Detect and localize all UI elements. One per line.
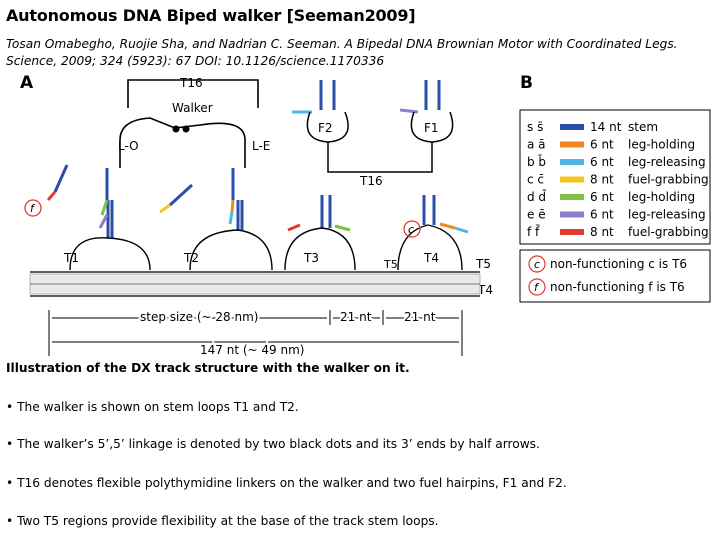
legend-swatch [560, 159, 584, 165]
note-row: c non-functioning c is T6 [528, 255, 687, 273]
legend-role: fuel-grabbing [628, 225, 709, 239]
dx-track [29, 271, 481, 297]
legend-swatch [560, 229, 584, 235]
legend-swatch [560, 141, 584, 148]
legend-pair: e ē [527, 208, 546, 222]
legend-row: d d̄ 6 nt leg-holding [527, 190, 695, 204]
legend-row: f f̄ 8 nt fuel-grabbing [527, 225, 709, 239]
legend-rows: s s̄ 14 nt stem a ā 6 nt leg-holding b b̄ 6 nt l… [527, 120, 709, 239]
note-text-c: non-functioning c is T6 [550, 257, 687, 271]
marker-f [24, 199, 42, 217]
f2-label: F2 [318, 121, 333, 135]
legend-length: 6 nt [590, 190, 614, 204]
bullet-item: • The walker’s 5’,5’ linkage is denoted … [6, 437, 540, 451]
legend-swatch [560, 124, 584, 130]
linkage-dot [182, 125, 190, 133]
nt21a-label: 21 nt [340, 310, 372, 324]
notes-box [519, 249, 711, 303]
linkage-dot [172, 125, 180, 133]
legend-pair: a ā [527, 138, 546, 152]
legend-swatch [560, 194, 584, 200]
note-text-f: non-functioning f is T6 [550, 280, 685, 294]
figure-caption: Illustration of the DX track structure w… [6, 361, 410, 375]
dimension-lines [48, 310, 463, 356]
legend-length: 14 nt [590, 120, 622, 134]
legend-length: 8 nt [590, 225, 614, 239]
panel-a-label: A [20, 73, 34, 93]
panel-b-label: B [520, 73, 533, 93]
track-loops [69, 224, 463, 271]
legend-role: fuel-grabbing [628, 173, 709, 187]
legend-pair: c c̄ [527, 173, 544, 187]
total-length-label: 147 nt (~ 49 nm) [200, 343, 304, 357]
leg-domains [46, 108, 469, 234]
legend-role: leg-releasing [628, 208, 706, 222]
page-title: Autonomous DNA Biped walker [Seeman2009] [6, 6, 416, 25]
legend-pair: b b̄ [527, 155, 546, 169]
legend-length: 6 nt [590, 138, 614, 152]
t5b-label: T5 [475, 257, 491, 271]
walker-figure: A B T16 Walker L-O L-E [20, 73, 711, 359]
legend-row: b b̄ 6 nt leg-releasing [527, 155, 706, 169]
legend-pair: d d̄ [527, 190, 546, 204]
legend-row: s s̄ 14 nt stem [527, 120, 658, 134]
legend-row: e ē 6 nt leg-releasing [527, 208, 706, 222]
legend-role: leg-releasing [628, 155, 706, 169]
marker-c-text: c [408, 223, 414, 236]
legend-swatch [560, 176, 584, 183]
legend-row: c c̄ 8 nt fuel-grabbing [527, 173, 709, 187]
walker-linkers [119, 79, 259, 168]
stem-strands [105, 80, 441, 238]
t2-label: T2 [183, 251, 199, 265]
legend-role: stem [628, 120, 658, 134]
f1-label: F1 [424, 121, 439, 135]
t16-linker [327, 142, 433, 173]
step-size-label: step size (~ 28 nm) [140, 310, 258, 324]
marker-f-text: f [30, 202, 36, 215]
legend-role: leg-holding [628, 190, 695, 204]
lo-label: L-O [118, 139, 139, 153]
legend-length: 6 nt [590, 155, 614, 169]
t4b-label: T4 [477, 283, 493, 297]
legend-pair: s s̄ [527, 120, 543, 134]
t1-label: T1 [63, 251, 79, 265]
t5a-label: T5 [383, 258, 398, 271]
legend-length: 8 nt [590, 173, 614, 187]
le-label: L-E [252, 139, 270, 153]
bullet-item: • T16 denotes flexible polythymidine lin… [6, 476, 567, 490]
t16-top-label: T16 [179, 76, 203, 90]
citation: Tosan Omabegho, Ruojie Sha, and Nadrian … [6, 37, 678, 68]
svg-text:f: f [534, 281, 540, 294]
marker-c [403, 220, 421, 238]
bullet-item: • The walker is shown on stem loops T1 a… [6, 400, 299, 414]
legend-role: leg-holding [628, 138, 695, 152]
legend-box [519, 109, 711, 245]
bullet-item: • Two T5 regions provide flexibility at … [6, 514, 439, 528]
walker-label: Walker [172, 101, 213, 115]
legend-row: a ā 6 nt leg-holding [527, 138, 695, 152]
t4-label: T4 [423, 251, 439, 265]
legend-swatch [560, 211, 584, 218]
svg-text:c: c [534, 258, 540, 271]
t16-mid-label: T16 [359, 174, 383, 188]
legend-pair: f f̄ [527, 225, 540, 239]
t3-label: T3 [303, 251, 319, 265]
note-row: f non-functioning f is T6 [528, 278, 685, 296]
legend-length: 6 nt [590, 208, 614, 222]
nt21b-label: 21 nt [404, 310, 436, 324]
